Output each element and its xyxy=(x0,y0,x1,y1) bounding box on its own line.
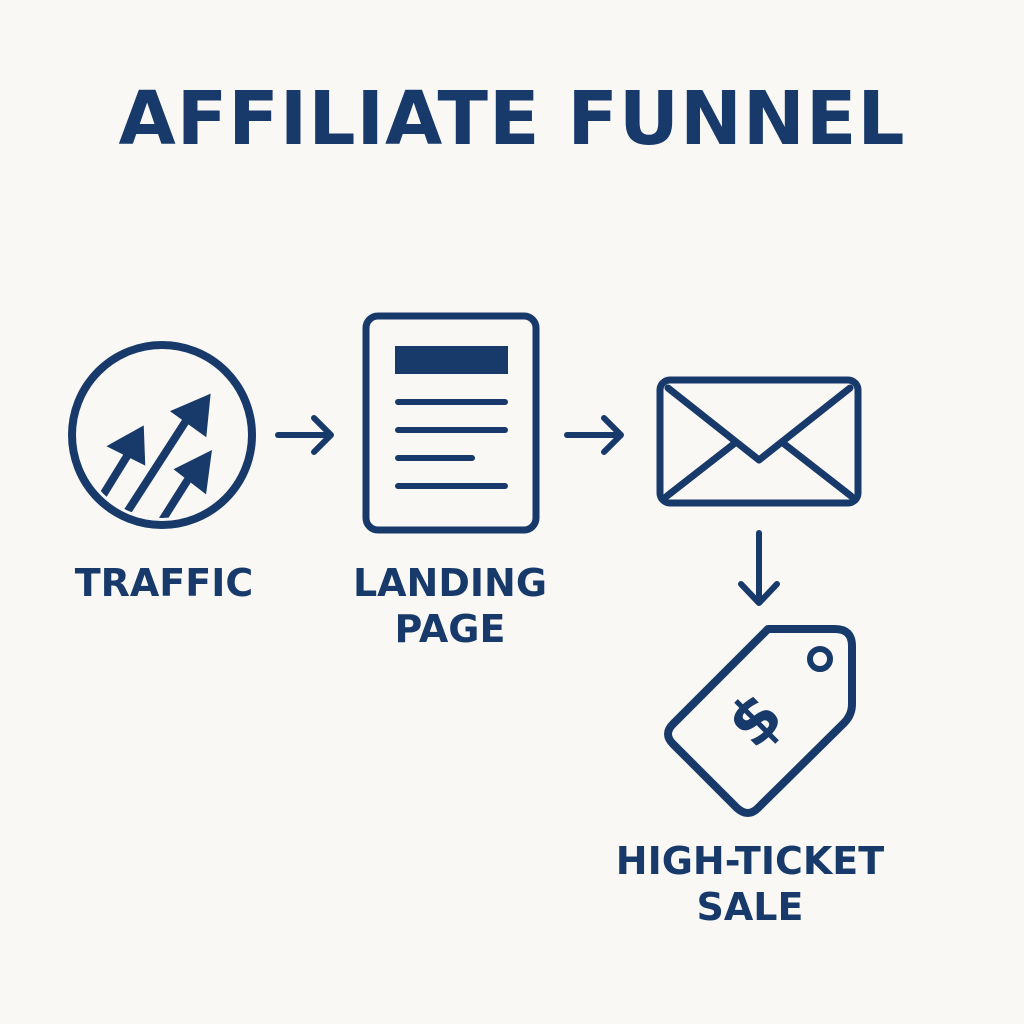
envelope-icon xyxy=(656,376,862,507)
step-label-high-ticket-sale: HIGH-TICKET SALE xyxy=(570,838,930,930)
step-label-line: PAGE xyxy=(394,607,506,651)
step-label-landing-page: LANDING PAGE xyxy=(330,560,570,652)
document-icon xyxy=(362,312,540,534)
arrow-right-icon xyxy=(564,415,624,455)
step-label-traffic: TRAFFIC xyxy=(44,560,284,606)
arrow-down-icon xyxy=(738,530,780,606)
svg-text:$: $ xyxy=(714,679,798,763)
dollar-price-tag-icon: $ xyxy=(664,625,856,817)
rising-arrows-circle-icon xyxy=(68,341,256,529)
arrow-right-icon xyxy=(275,415,334,455)
step-label-line: HIGH-TICKET xyxy=(615,839,885,883)
step-label-line: LANDING xyxy=(352,561,548,605)
diagram-title: AFFILIATE FUNNEL xyxy=(118,76,906,162)
step-label-line: TRAFFIC xyxy=(74,561,254,605)
step-label-line: SALE xyxy=(696,885,804,929)
